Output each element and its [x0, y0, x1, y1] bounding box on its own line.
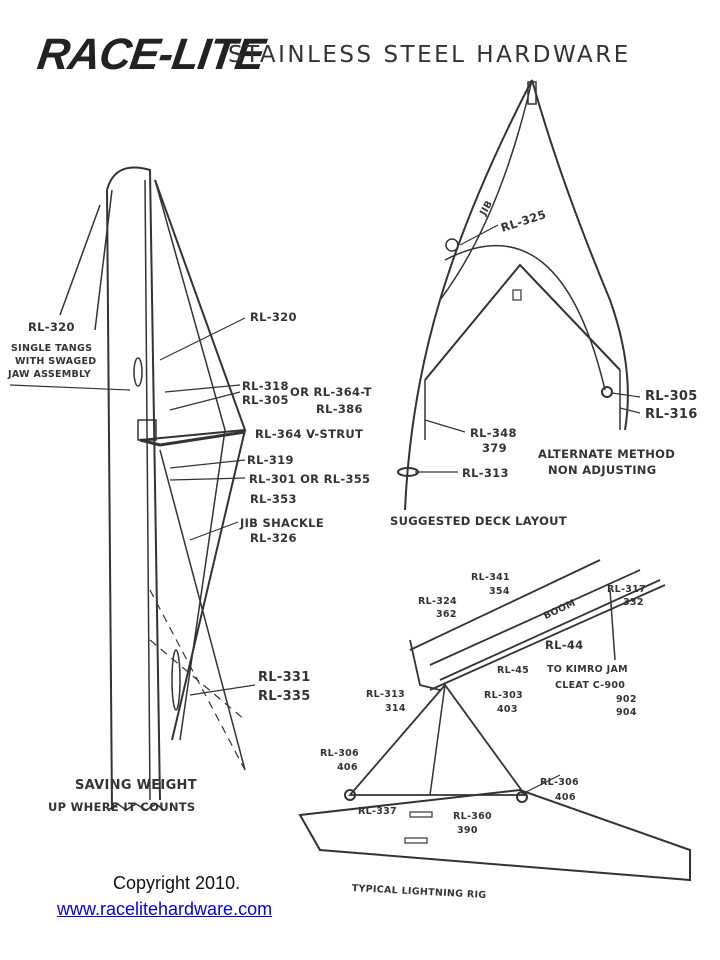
label-rl-335: RL-335 — [258, 689, 311, 704]
label-904: 904 — [616, 707, 637, 718]
label-rl-44: RL-44 — [545, 638, 584, 652]
label-rl-337: RL-337 — [358, 806, 397, 817]
label-rl-306-left: RL-306 — [320, 748, 359, 759]
label-rl-306-right: RL-306 — [540, 777, 579, 788]
label-902: 902 — [616, 694, 637, 705]
label-rl-348: RL-348 — [470, 426, 517, 440]
label-rl-331: RL-331 — [258, 670, 311, 685]
page-title: STAINLESS STEEL HARDWARE — [228, 42, 631, 68]
label-379: 379 — [482, 441, 507, 455]
label-rl-364-t: OR RL-364-T — [290, 385, 372, 399]
caption-saving-weight: SAVING WEIGHT — [75, 778, 197, 793]
label-rl-313-rig: RL-313 — [366, 689, 405, 700]
label-rl-320-right: RL-320 — [250, 310, 297, 324]
lightning-rig-drawing — [298, 559, 691, 882]
label-rl-316: RL-316 — [645, 407, 698, 422]
label-rl-318: RL-318 — [242, 379, 289, 393]
label-406-left: 406 — [337, 762, 358, 773]
label-rl-360: RL-360 — [453, 811, 492, 822]
label-rl-386: RL-386 — [316, 402, 363, 416]
deck-layout-drawing — [397, 79, 641, 511]
copyright-text: Copyright 2010. — [113, 873, 241, 893]
label-314: 314 — [385, 703, 406, 714]
label-rl-320-left: RL-320 — [28, 320, 75, 334]
label-362: 362 — [436, 609, 457, 620]
label-rl-317: RL-317 — [607, 584, 646, 595]
website-link[interactable]: www.racelitehardware.com — [57, 899, 273, 919]
label-alternate-method: ALTERNATE METHOD — [538, 447, 676, 461]
mast-drawing — [9, 166, 256, 811]
label-rl-341: RL-341 — [471, 572, 510, 583]
label-with-swaged: WITH SWAGED — [15, 356, 97, 367]
label-rl-301: RL-301 OR RL-355 — [249, 472, 371, 486]
label-jaw-assembly: JAW ASSEMBLY — [8, 369, 92, 380]
label-rl-305-deck: RL-305 — [645, 389, 698, 404]
label-354: 354 — [489, 586, 510, 597]
label-332: 332 — [623, 597, 644, 608]
label-rl-305: RL-305 — [242, 393, 289, 407]
label-403: 403 — [497, 704, 518, 715]
label-rl-324: RL-324 — [418, 596, 457, 607]
label-rl-319: RL-319 — [247, 453, 294, 467]
caption-up-where-it-counts: UP WHERE IT COUNTS — [48, 800, 196, 814]
label-v-strut: RL-364 V-STRUT — [255, 427, 364, 441]
label-rl-45: RL-45 — [497, 665, 530, 676]
label-jib-shackle: JIB SHACKLE — [240, 516, 324, 530]
label-406-right: 406 — [555, 792, 576, 803]
label-rl-303: RL-303 — [484, 690, 523, 701]
label-cleat-c-900: CLEAT C-900 — [555, 680, 626, 691]
label-non-adjusting: NON ADJUSTING — [548, 463, 657, 477]
label-rl-326: RL-326 — [250, 531, 297, 545]
label-390: 390 — [457, 825, 478, 836]
label-rl-313-deck: RL-313 — [462, 466, 509, 480]
label-rl-353: RL-353 — [250, 492, 297, 506]
caption-suggested-deck-layout: SUGGESTED DECK LAYOUT — [390, 514, 567, 528]
label-kimro-jam: TO KIMRO JAM — [547, 664, 628, 675]
label-single-tangs: SINGLE TANGS — [11, 343, 93, 354]
